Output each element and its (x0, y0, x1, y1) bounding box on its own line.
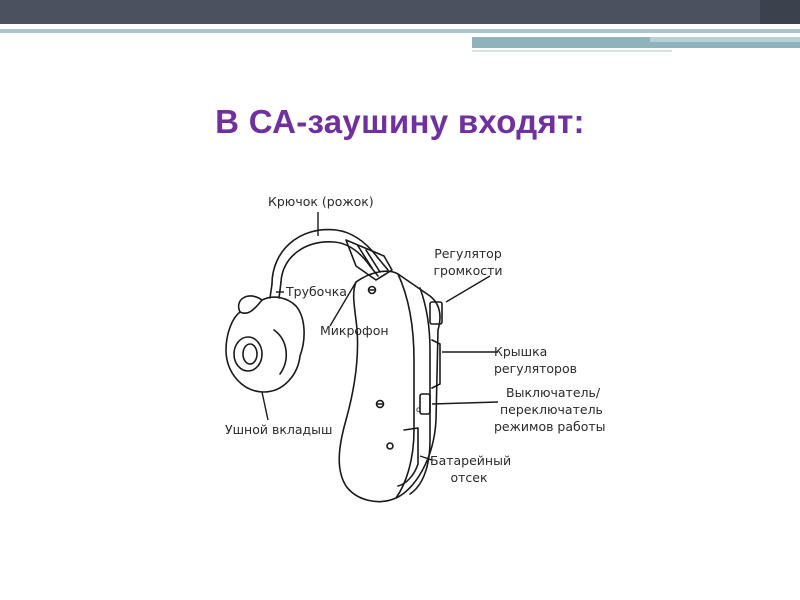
body-spine (396, 274, 414, 498)
label-switch-line-2: переключатель (500, 401, 606, 418)
switch (420, 394, 430, 414)
label-battery: Батарейный отсек (430, 452, 508, 486)
label-hook: Крючок (рожок) (268, 193, 374, 210)
label-switch: Выключатель/ переключатель режимов работ… (500, 384, 606, 435)
label-volume-control-line-1: Регулятор (432, 245, 504, 262)
label-tube: Трубочка (286, 283, 347, 300)
label-battery-line-2: отсек (430, 469, 508, 486)
leader-volume (446, 276, 490, 302)
label-volume-control-line-2: громкости (432, 262, 504, 279)
label-microphone: Микрофон (320, 322, 389, 339)
ear-mold-outline (226, 296, 304, 392)
switch-marks: o (416, 405, 421, 414)
battery-compartment (398, 428, 418, 486)
label-ear-mold: Ушной вкладыш (225, 421, 333, 438)
ear-mold-curve (274, 330, 286, 374)
tube-line-1 (270, 284, 272, 298)
screw-bottom (387, 443, 393, 449)
controls-cover (432, 340, 440, 388)
leader-ear-mold (262, 392, 268, 420)
ear-mold-fold (240, 300, 262, 313)
body-front-edge (410, 288, 430, 494)
label-controls-cover-line-1: Крышка (494, 343, 577, 360)
tube-line-2 (279, 282, 281, 298)
label-controls-cover-line-2: регуляторов (494, 360, 577, 377)
label-battery-line-1: Батарейный (430, 452, 508, 469)
leader-switch (432, 402, 498, 404)
label-switch-line-1: Выключатель/ (500, 384, 606, 401)
label-controls-cover: Крышка регуляторов (494, 343, 577, 377)
label-volume-control: Регулятор громкости (432, 245, 504, 279)
ear-mold-canal-inner (243, 344, 257, 364)
label-switch-line-3: режимов работы (494, 418, 606, 435)
